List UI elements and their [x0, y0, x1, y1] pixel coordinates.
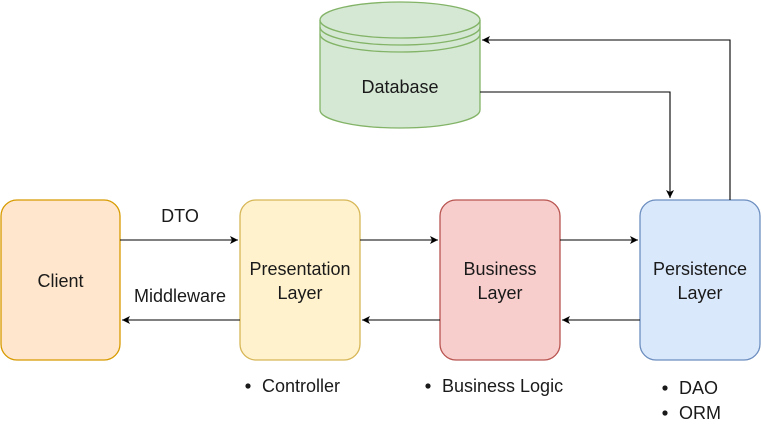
business-layer-label-line2: Layer	[477, 283, 522, 303]
edges	[120, 36, 731, 324]
presentation-notes: Controller	[245, 376, 340, 396]
note-item-orm: ORM	[679, 403, 721, 423]
note-item-business-logic: Business Logic	[442, 376, 563, 396]
persistence-layer-label-line2: Layer	[677, 283, 722, 303]
database-body	[319, 20, 481, 129]
edge-label-dto: DTO	[161, 206, 199, 226]
business-layer-label-line1: Business	[463, 259, 536, 279]
edge-database-to-persistence	[480, 91, 674, 198]
bullet-icon	[662, 385, 668, 391]
client-label: Client	[37, 271, 83, 291]
business-layer-node[interactable]: Business Layer	[439, 199, 561, 361]
edge-persistence-to-database	[482, 36, 731, 200]
presentation-layer-box	[239, 199, 361, 361]
note-item-controller: Controller	[262, 376, 340, 396]
persistence-layer-label-line1: Persistence	[653, 259, 747, 279]
client-box	[0, 199, 121, 361]
client-node[interactable]: Client	[0, 199, 121, 361]
persistence-notes: DAO ORM	[662, 378, 721, 423]
presentation-layer-label-line2: Layer	[277, 283, 322, 303]
database-label: Database	[361, 77, 438, 97]
database-top	[319, 1, 481, 39]
note-item-dao: DAO	[679, 378, 718, 398]
bullet-icon	[245, 383, 251, 389]
presentation-layer-node[interactable]: Presentation Layer	[239, 199, 361, 361]
business-notes: Business Logic	[425, 376, 563, 396]
bullet-icon	[662, 410, 668, 416]
persistence-layer-node[interactable]: Persistence Layer	[639, 199, 761, 361]
database-node[interactable]: Database	[319, 1, 481, 129]
presentation-layer-label-line1: Presentation	[249, 259, 350, 279]
business-layer-box	[439, 199, 561, 361]
database-ring-1	[319, 26, 481, 46]
persistence-layer-box	[639, 199, 761, 361]
edge-label-middleware: Middleware	[134, 286, 226, 306]
database-ring-2	[319, 33, 481, 53]
bullet-icon	[425, 383, 431, 389]
